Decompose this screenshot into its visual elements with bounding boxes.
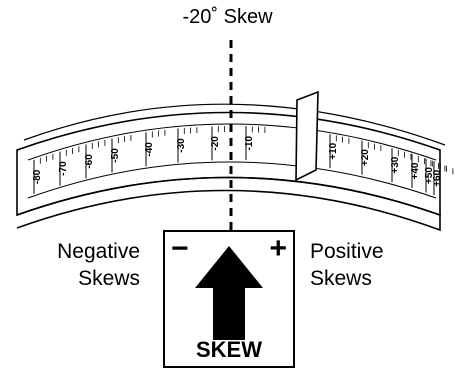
dial-tick-label: +10	[328, 142, 339, 159]
dial-ring-face	[16, 111, 441, 217]
plus-sign: +	[269, 232, 287, 265]
dial-tick-label: -40	[144, 142, 155, 157]
negative-skews-label: Negative Skews	[32, 238, 140, 292]
dial-tick-label: +40	[410, 162, 421, 179]
dial-scale-lower-line	[27, 161, 437, 199]
dial-tick-label: -30	[176, 138, 187, 153]
dial-tick-label: -70	[58, 161, 69, 176]
dial-tick-label: +20	[360, 149, 371, 166]
up-arrow-icon	[195, 246, 263, 340]
minus-sign: −	[171, 232, 189, 265]
skew-indicator-box: − + SKEW	[163, 230, 295, 368]
positive-label-line2: Skews	[310, 267, 372, 290]
skew-word: SKEW	[196, 337, 262, 362]
dial-tick-label: -10	[244, 136, 255, 151]
dial-index-marker	[295, 90, 319, 182]
negative-label-line2: Skews	[78, 267, 140, 290]
dial-tick-group: -80 -70 -60 -50 -40 -30 -20 -10 +10 +20 +30 +40+50+…	[32, 126, 454, 196]
dial-tick-label: +30	[390, 156, 401, 173]
dial-tick-label: +50	[424, 167, 435, 184]
positive-label-line1: Positive	[310, 240, 384, 263]
dial-tick-label: -50	[110, 148, 121, 163]
dial-tick-label: -20	[210, 136, 221, 151]
dial-tick-label: +60	[432, 169, 443, 186]
dial-tick-label: -60	[84, 154, 95, 169]
diagram-title: -20˚ Skew	[182, 6, 273, 28]
dial-ring-top-edge	[23, 103, 446, 146]
dial-tick-label: -80	[32, 169, 43, 184]
positive-skews-label: Positive Skews	[310, 238, 430, 292]
dial-ring-bottom-edge	[16, 176, 441, 232]
negative-label-line1: Negative	[57, 240, 140, 263]
